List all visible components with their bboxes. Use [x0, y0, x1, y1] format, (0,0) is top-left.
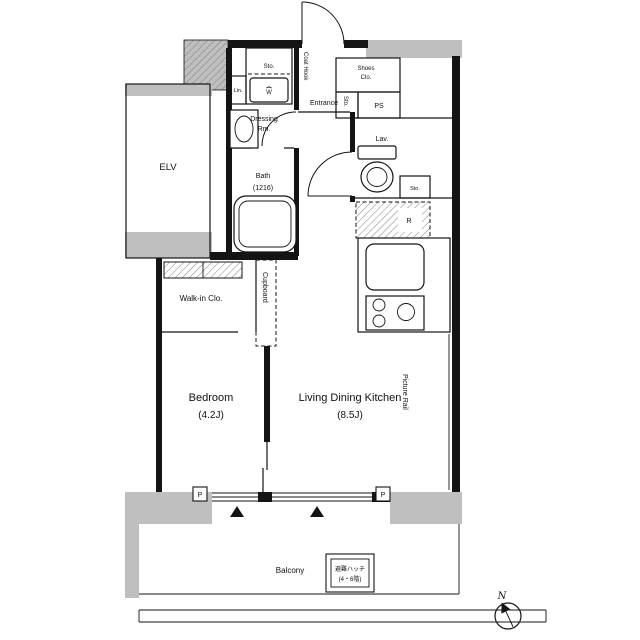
pillar-left-box — [192, 486, 208, 502]
lavatory-storage — [399, 175, 431, 199]
bedroom-window — [212, 491, 258, 503]
label-dressing-1: Dressing — [250, 116, 278, 123]
washer-pan — [249, 77, 289, 103]
label-linen: Lin. — [234, 88, 243, 94]
elevator-shaft — [125, 83, 211, 259]
bathtub — [233, 195, 297, 253]
label-escape-hatch-1: 避難ハッチ — [335, 565, 365, 573]
label-compass-north: N — [497, 591, 508, 602]
label-escape-hatch-2: (4・6階) — [339, 575, 362, 583]
label-storage-top: Sto. — [264, 64, 275, 70]
sliding-door — [262, 442, 268, 492]
label-coat-hook: Coat Hook — [302, 52, 308, 81]
cupboard-cabinet — [255, 259, 277, 347]
refrigerator-space — [355, 201, 431, 239]
walkin-hanger-rod — [163, 261, 243, 279]
label-pipe-space: PS — [374, 103, 384, 110]
label-storage-lav: Sto. — [410, 186, 420, 192]
pillar-right-box — [375, 486, 391, 502]
label-shoes-2: Clo. — [361, 75, 372, 81]
label-washer: W — [266, 90, 272, 96]
ldk-window — [272, 491, 372, 503]
dressing-basin — [229, 109, 259, 149]
label-bedroom-size: (4.2J) — [198, 410, 224, 421]
concrete-walls — [125, 39, 462, 258]
label-ldk-size: (8.5J) — [337, 410, 363, 421]
label-pillar-right: P — [381, 492, 386, 499]
label-picture-rail: Picture Rail — [401, 374, 408, 410]
label-entrance: Entrance — [310, 100, 338, 107]
label-bath-1: Bath — [256, 173, 271, 180]
compass — [494, 602, 522, 630]
window-markers — [230, 506, 324, 517]
label-walk-in-closet: Walk-in Clo. — [180, 294, 223, 303]
lavatory-door — [307, 151, 353, 197]
kitchen-counter — [357, 237, 451, 333]
toilet — [357, 145, 397, 193]
escape-hatch — [325, 553, 375, 593]
dressing-door — [261, 111, 297, 147]
label-refrigerator: R — [406, 218, 411, 225]
label-shoes-1: Shoes — [357, 66, 374, 72]
stove — [365, 295, 425, 331]
label-bath-2: (1216) — [253, 185, 273, 192]
label-balcony: Balcony — [276, 566, 304, 575]
label-pillar-left: P — [198, 492, 203, 499]
label-lavatory: Lav. — [376, 136, 389, 143]
entrance-door — [301, 1, 345, 45]
label-ldk-name: Living Dining Kitchen — [299, 392, 402, 404]
label-cupboard: Cupboard — [261, 272, 268, 303]
label-dressing-2: Rm. — [258, 126, 271, 133]
label-bedroom-name: Bedroom — [189, 392, 234, 404]
label-elv: ELV — [159, 162, 177, 173]
concrete-walls-bottom — [125, 492, 462, 598]
balcony-outline — [138, 524, 547, 623]
label-storage-entry: Sto. — [342, 96, 348, 107]
